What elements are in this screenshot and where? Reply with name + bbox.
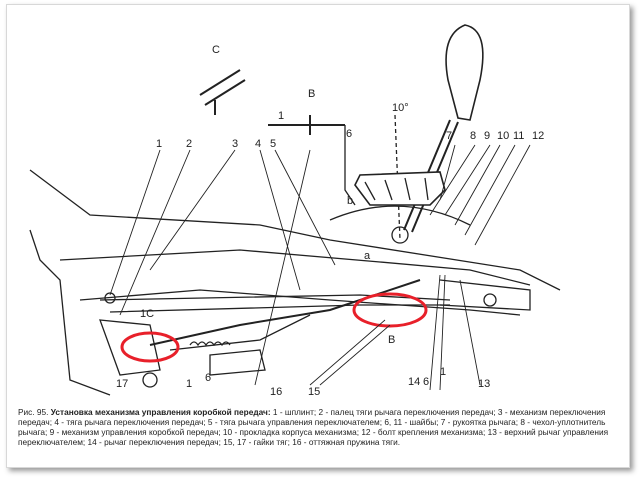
leader-lines [109,144,531,391]
shaft-end [483,293,497,307]
figure-legend: 1 - шплинт; 2 - палец тяги рычага перекл… [18,407,609,447]
label-1-lower: 1 [186,378,193,390]
label-2: 2 [186,138,193,150]
label-1-right: 1 [440,366,447,378]
body-outline-left [29,229,111,396]
nut-17 [142,372,158,388]
floor-line-2 [79,289,521,316]
label-16: 16 [270,386,283,398]
pin-2 [104,292,116,304]
label-6-lower: 6 [205,372,212,384]
label-1-b: 1 [278,110,285,122]
label-15: 15 [308,386,321,398]
highlight-right [352,292,428,328]
page-frame [6,4,630,468]
label-a: a [364,250,371,262]
detail-c [199,69,246,115]
rod-4 [99,294,451,301]
highlight-left [120,331,180,363]
label-9: 9 [484,130,491,142]
label-c: C [212,44,220,56]
label-11: 11 [513,130,525,142]
detail-b-leader [344,125,356,206]
bracket [209,349,266,376]
label-4: 4 [255,138,262,150]
label-angle: 10° [392,102,409,114]
pivot [391,226,409,244]
label-1: 1 [156,138,163,150]
label-8: 8 [470,130,477,142]
label-10: 10 [497,130,510,142]
rod-lower [149,279,421,346]
label-b: b [347,195,354,207]
gearbox-shaft [439,279,531,311]
floor-line [59,249,531,286]
lever-boot-8 [354,171,446,206]
lever-knob [445,24,484,121]
lower-mechanism-3 [99,319,161,376]
label-17: 17 [116,378,129,390]
label-6-b: 6 [346,128,353,140]
label-5: 5 [270,138,277,150]
body-outline [29,169,561,291]
boot-ribs [364,177,429,201]
figure-title: Установка механизма управления коробкой … [50,407,271,417]
label-14: 14 [408,376,421,388]
label-b-lower: B [388,334,396,346]
detail-b [268,115,345,135]
figure-number: Рис. 95. [18,407,49,417]
label-b-top: B [308,88,316,100]
label-13: 13 [478,378,491,390]
label-6-right: 6 [423,376,430,388]
label-7: 7 [446,130,453,142]
label-12: 12 [532,130,545,142]
rod-5 [109,304,450,313]
mechanism-housing [329,205,471,226]
label-3: 3 [232,138,239,150]
figure-caption: Рис. 95. Установка механизма управления … [18,407,618,447]
spring-rod [169,314,311,351]
spring-16 [189,341,231,347]
label-1c: 1C [140,308,155,320]
